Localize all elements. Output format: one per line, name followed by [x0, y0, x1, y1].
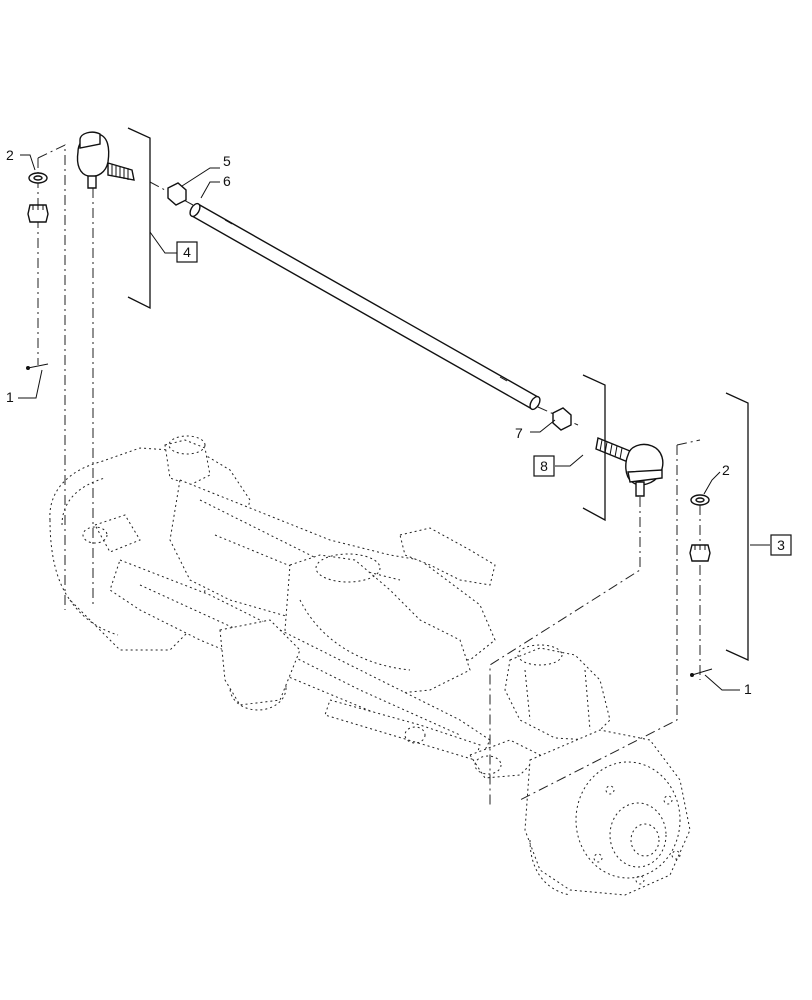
svg-text:4: 4 — [183, 244, 191, 260]
rod-nut-right — [552, 407, 572, 431]
right-cotter-pin — [690, 668, 713, 677]
bracket-assy-center — [582, 374, 606, 522]
callout-box-assy-left: 4 — [176, 241, 198, 263]
callout-pin-right: 1 — [744, 681, 752, 697]
right-tie-rod-end — [595, 437, 664, 497]
callout-washer-right: 2 — [722, 462, 730, 478]
callout-box-assy-center: 8 — [533, 455, 555, 477]
callout-washer-left: 2 — [6, 147, 14, 163]
callout-box-assy-right: 3 — [770, 534, 792, 556]
callout-nut-right-rod: 7 — [515, 425, 523, 441]
callout-nut-left-rod: 5 — [223, 153, 231, 169]
bracket-assy-left — [127, 127, 151, 310]
alignment-lines — [37, 144, 701, 805]
left-castle-nut — [27, 204, 49, 223]
rod-nut-left — [167, 182, 187, 206]
left-tie-rod-end — [76, 131, 135, 189]
callout-tie-rod: 6 — [223, 173, 231, 189]
left-washer — [28, 172, 48, 184]
tie-rod-tube — [189, 202, 541, 411]
left-cotter-pin — [26, 363, 49, 370]
svg-text:3: 3 — [777, 537, 785, 553]
bracket-assy-right — [725, 392, 749, 662]
svg-text:8: 8 — [540, 458, 548, 474]
leader-lines — [18, 154, 770, 691]
right-castle-nut — [689, 544, 711, 562]
front-axle-ghost — [49, 435, 691, 896]
right-washer — [690, 494, 710, 506]
callout-pin-left: 1 — [6, 389, 14, 405]
